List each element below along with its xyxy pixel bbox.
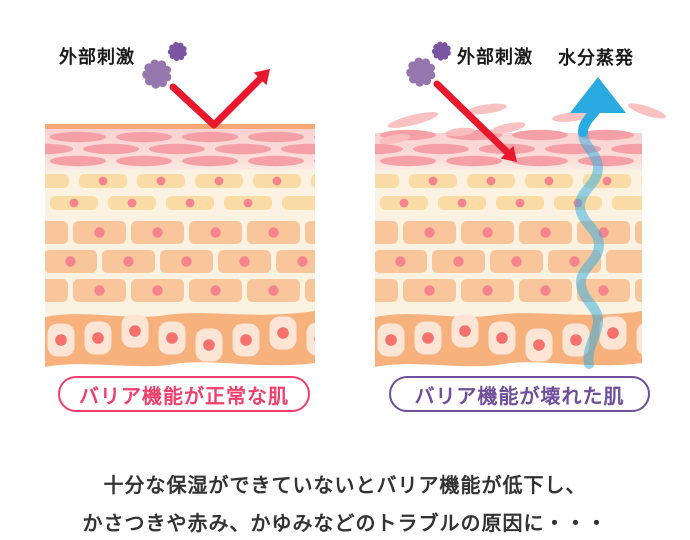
- external-stimulus-label-right: 外部刺激: [457, 47, 533, 67]
- germ-icon: [142, 41, 451, 89]
- external-stimulus-label-left: 外部刺激: [59, 47, 135, 67]
- skin-damaged-illustration: [375, 129, 642, 367]
- normal-skin-pill-label: バリア機能が正常な肌: [58, 376, 310, 412]
- moisture-evaporation-label: 水分蒸発: [558, 48, 634, 68]
- caption-line-2: かさつきや赤み、かゆみなどのトラブルの原因に・・・: [82, 513, 608, 535]
- caption-area: 十分な保湿ができていないとバリア機能が低下し、 かさつきや赤み、かゆみなどのトラ…: [0, 455, 690, 540]
- damaged-skin-pill-label: バリア機能が壊れた肌: [389, 376, 650, 412]
- skin-flakes: [379, 103, 667, 144]
- skin-normal-illustration: [45, 124, 315, 367]
- arrow-penetrate-icon: [433, 80, 517, 162]
- diagram-canvas: [45, 41, 667, 369]
- caption-line-1: 十分な保湿ができていないとバリア機能が低下し、: [103, 475, 587, 497]
- arrow-bounce-icon: [169, 69, 270, 129]
- arrow-wavy-up-icon: [570, 77, 626, 369]
